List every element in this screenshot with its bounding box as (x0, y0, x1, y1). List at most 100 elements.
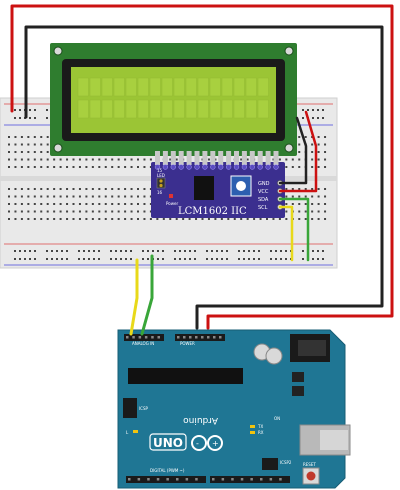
header-socket (207, 336, 210, 339)
breadboard-hole (46, 218, 49, 220)
breadboard-hole (91, 218, 94, 220)
breadboard-hole (8, 166, 10, 168)
breadboard-hole (311, 188, 314, 190)
breadboard-hole (188, 218, 191, 220)
header-pin (194, 151, 200, 165)
rail-hole (130, 250, 132, 252)
rail-hole (307, 109, 309, 111)
reset-label: RESET (303, 462, 316, 467)
rail-hole (322, 109, 324, 111)
rail-hole (152, 250, 154, 252)
breadboard-hole (304, 218, 307, 220)
header-pad (178, 164, 184, 170)
icsp-header (123, 398, 137, 418)
rail-hole (34, 258, 36, 260)
breadboard-hole (8, 203, 10, 205)
breadboard-hole (317, 210, 320, 213)
lcd-cell (137, 99, 149, 119)
rail-hole (14, 109, 16, 111)
rail-hole (312, 258, 314, 260)
infinity-logo-minus: - (196, 439, 199, 448)
rail-hole (83, 258, 85, 260)
breadboard-hole (66, 210, 69, 213)
breadboard-hole (285, 166, 288, 168)
lcd-cell (173, 77, 185, 97)
icsp2-label: ICSP2 (280, 460, 292, 465)
rail-hole (19, 250, 21, 252)
rail-hole (29, 250, 31, 252)
breadboard-hole (298, 188, 301, 190)
rail-hole (322, 258, 324, 260)
breadboard-hole (111, 195, 114, 198)
lcd-cell (149, 77, 161, 97)
breadboard-hole (246, 158, 249, 161)
rail-hole (162, 258, 164, 260)
breadboard-hole (46, 210, 49, 213)
breadboard-hole (143, 218, 146, 220)
breadboard-hole (33, 166, 36, 168)
lcd-mount-hole (284, 143, 294, 153)
arduino-brand: Arduino (183, 415, 218, 425)
lcd-cell (125, 99, 137, 119)
breadboard-hole (14, 151, 17, 153)
rail-hole (302, 250, 304, 252)
rail-hole (61, 258, 63, 260)
rail-hole (147, 250, 149, 252)
breadboard-hole (33, 136, 36, 138)
breadboard-hole (78, 195, 81, 198)
i2c-header-pins (154, 151, 279, 170)
header-pad (257, 164, 263, 170)
rail-hole (29, 258, 31, 260)
breadboard-hole (311, 166, 314, 168)
breadboard-hole (27, 151, 30, 153)
rail-hole (312, 109, 314, 111)
wire-red-vcc-module (278, 110, 318, 193)
breadboard-hole (98, 188, 101, 190)
breadboard-hole (33, 195, 36, 198)
breadboard-hole (72, 166, 75, 168)
lcd-cell (257, 99, 269, 119)
breadboard-hole (53, 158, 56, 161)
breadboard-hole (40, 166, 43, 168)
header-socket (132, 336, 135, 339)
arduino-uno: UNO - + Arduino RESET ICSP ICSP2 TX RX L… (117, 329, 351, 489)
breadboard-hole (130, 188, 133, 190)
header-block (175, 334, 225, 341)
rail-hole (211, 250, 213, 252)
breadboard-hole (182, 218, 185, 220)
rail-hole (110, 258, 112, 260)
rail-hole (51, 250, 53, 252)
rail-hole (98, 258, 100, 260)
breadboard-hole (91, 166, 94, 168)
breadboard-hole (317, 166, 320, 168)
lcd-cell (221, 77, 233, 97)
header-block (210, 476, 290, 483)
header-pad (218, 164, 224, 170)
header-pad (202, 164, 208, 170)
lcd-mount-hole (53, 46, 63, 56)
breadboard-hole (33, 151, 36, 153)
jumper-label-led: LED (157, 173, 165, 178)
breadboard-hole (195, 218, 198, 220)
breadboard-hole (53, 166, 56, 168)
rail-hole (317, 258, 319, 260)
lcd-cell (89, 77, 101, 97)
breadboard-hole (291, 195, 294, 198)
breadboard-hole (272, 218, 275, 220)
breadboard-hole (20, 151, 23, 153)
breadboard-hole (20, 188, 23, 190)
breadboard-hole (91, 195, 94, 198)
header-socket (176, 478, 179, 481)
header-pad (186, 164, 192, 170)
breadboard-hole (104, 203, 107, 205)
breadboard-hole (40, 210, 43, 213)
header-pad (241, 164, 248, 170)
header-socket (147, 478, 150, 481)
breadboard-hole (298, 151, 301, 153)
breadboard-hole (59, 218, 62, 220)
header-socket (221, 478, 225, 481)
rail-hole (312, 250, 314, 252)
rail-hole (317, 117, 319, 119)
infinity-logo-right (207, 435, 223, 451)
header-socket (185, 478, 189, 481)
